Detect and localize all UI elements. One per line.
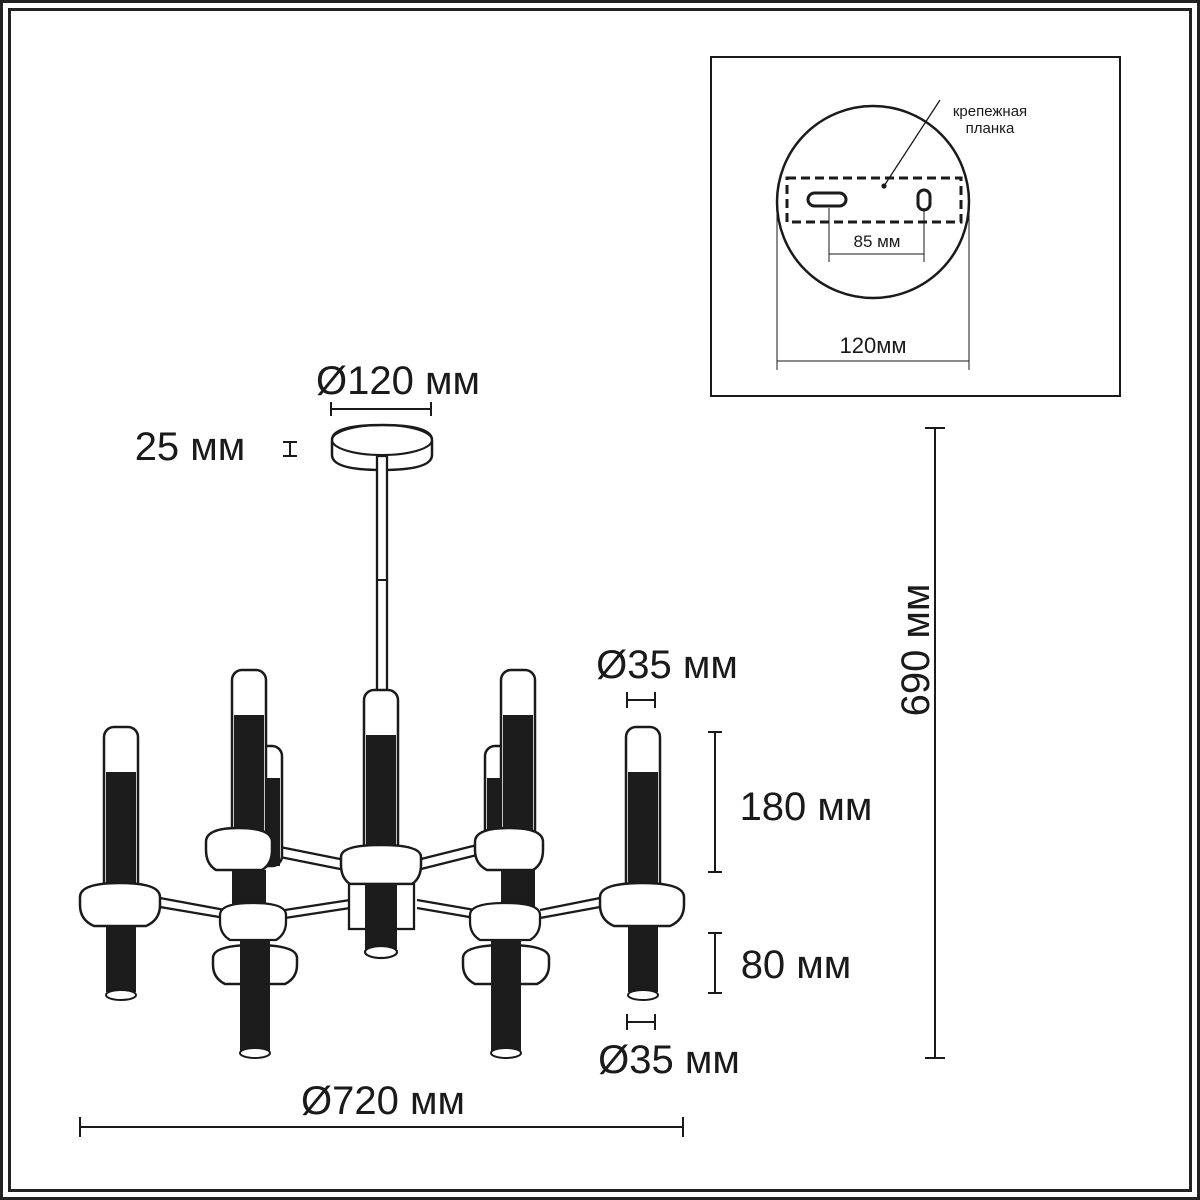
- lower-shade-height-label: 80 мм: [741, 943, 852, 987]
- shades: [78, 668, 686, 1059]
- total-height-label: 690 мм: [894, 584, 938, 717]
- canopy-diameter-label: Ø120 мм: [316, 359, 480, 403]
- canopy: [283, 402, 434, 472]
- upper-shade-height-label: 180 мм: [740, 785, 873, 829]
- mounting-plate-label-line2: планка: [966, 120, 1015, 137]
- inner-frame: [8, 8, 1192, 1192]
- mounting-plate-inset: [710, 56, 1121, 397]
- canopy-height-label: 25 мм: [135, 425, 246, 469]
- suspension-rod: [375, 454, 389, 698]
- total-diameter-label: Ø720 мм: [301, 1079, 465, 1123]
- base-diameter-label: 120мм: [840, 333, 907, 358]
- shade-diameter-bottom-label: Ø35 мм: [598, 1038, 740, 1082]
- shade-dimensions: [79, 427, 945, 1137]
- hole-spacing-label: 85 мм: [853, 232, 900, 251]
- mounting-plate-label-line1: крепежная: [953, 103, 1027, 120]
- shade-diameter-top-label: Ø35 мм: [596, 643, 738, 687]
